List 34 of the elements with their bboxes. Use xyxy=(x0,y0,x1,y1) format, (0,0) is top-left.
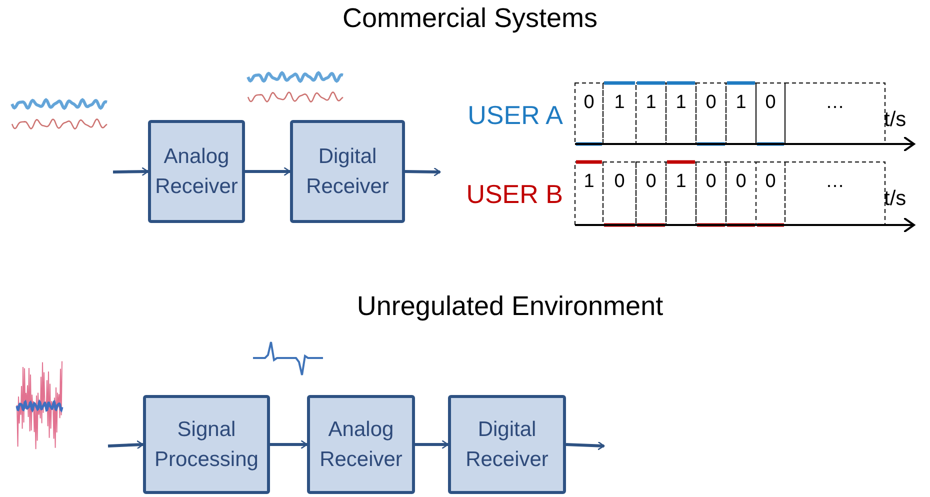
bit-value: 1 xyxy=(582,170,596,194)
bit-value: 0 xyxy=(582,91,596,115)
arrow xyxy=(404,167,441,177)
arrow xyxy=(566,441,605,450)
process-box: Digital Receiver xyxy=(290,120,405,223)
axis-label: t/s xyxy=(884,186,908,212)
process-box: Analog Receiver xyxy=(307,395,415,494)
bit-value: 1 xyxy=(613,91,626,115)
bit-value: 1 xyxy=(734,91,748,115)
process-box: Digital Receiver xyxy=(448,395,566,494)
bit-value: 0 xyxy=(613,170,626,194)
process-box: Analog Receiver xyxy=(148,120,245,223)
section-heading: Commercial Systems xyxy=(341,2,599,35)
bit-value: 0 xyxy=(704,170,718,194)
user-label: USER B xyxy=(465,178,563,210)
bit-value: 0 xyxy=(704,91,718,115)
ellipsis-text: … xyxy=(824,170,846,194)
bit-value: 0 xyxy=(644,170,658,194)
process-box: Signal Processing xyxy=(143,395,270,494)
arrow xyxy=(270,440,308,450)
bit-value: 0 xyxy=(764,91,777,115)
arrow xyxy=(245,166,291,176)
ellipsis-text: … xyxy=(824,91,846,115)
bit-value: 0 xyxy=(764,170,777,194)
axis-label: t/s xyxy=(884,107,908,133)
bit-value: 0 xyxy=(734,170,748,194)
bit-value: 1 xyxy=(674,91,688,115)
arrow xyxy=(415,440,449,450)
arrow xyxy=(108,440,144,450)
bit-value: 1 xyxy=(644,91,658,115)
bit-value: 1 xyxy=(674,170,688,194)
section-heading: Unregulated Environment xyxy=(356,290,664,323)
user-label: USER A xyxy=(466,99,563,132)
arrow xyxy=(112,166,149,176)
